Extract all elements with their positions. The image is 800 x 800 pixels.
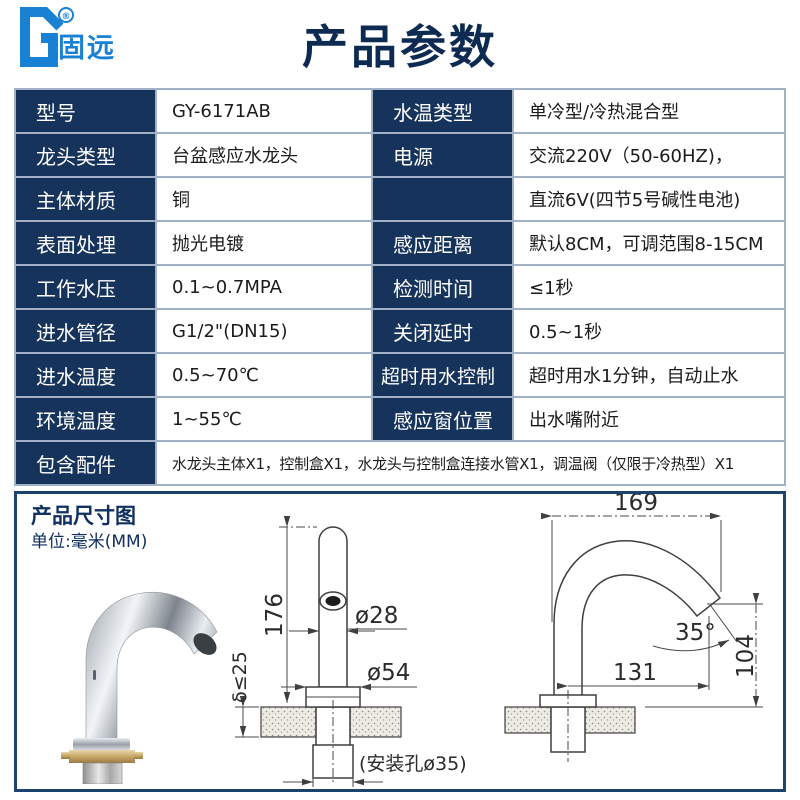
dim-height: 176 (262, 593, 288, 637)
base-flange (73, 738, 130, 751)
sensor-eye (325, 596, 341, 606)
sensing-distance-label: 感应距离 (373, 222, 512, 264)
body-material-value: 铜 (157, 178, 371, 220)
sensor-window-dot (93, 670, 96, 680)
counter-section-left (504, 706, 552, 734)
side-view-drawing: 169 35° 104 131 (504, 494, 763, 762)
header: ® 固远 产品参数 (0, 0, 800, 88)
dim-spout-reach: 131 (613, 660, 657, 686)
overtime-control-label: 超时用水控制 (373, 354, 512, 396)
ambient-temp-value: 1~55℃ (157, 398, 371, 440)
dim-counter-thickness: δ≤25 (229, 651, 251, 703)
detection-time-value: ≤1秒 (514, 266, 784, 308)
surface-finish-value: 抛光电镀 (157, 222, 371, 264)
faucet-type-label: 龙头类型 (16, 134, 155, 176)
dim-spout-angle: 35° (675, 620, 716, 646)
close-delay-value: 0.5~1秒 (514, 310, 784, 352)
dimension-title: 产品尺寸图 (31, 504, 136, 528)
dimension-unit: 单位:毫米(MM) (31, 532, 148, 552)
detection-time-label: 检测时间 (373, 266, 512, 308)
sensing-distance-value: 默认8CM，可调范围8-15CM (514, 222, 784, 264)
inlet-size-label: 进水管径 (16, 310, 155, 352)
model-label: 型号 (16, 90, 155, 132)
accessories-label: 包含配件 (16, 442, 155, 484)
page-title: 产品参数 (302, 20, 498, 74)
power-supply-value: 交流220V（50-60HZ)， (514, 134, 784, 176)
dim-spout-height: 104 (733, 634, 759, 678)
faucet-body (85, 591, 218, 743)
mounting-shank (82, 762, 123, 784)
power-supply-label: 电源 (373, 134, 512, 176)
dim-tube-diameter: ø28 (355, 603, 398, 629)
brass-ring (69, 750, 135, 763)
wing-tab-right (134, 752, 143, 759)
close-delay-label: 关闭延时 (373, 310, 512, 352)
water-temp-type-value: 单冷型/冷热混合型 (514, 90, 784, 132)
working-pressure-value: 0.1~0.7MPA (157, 266, 371, 308)
inlet-temp-value: 0.5~70℃ (157, 354, 371, 396)
water-temp-type-label: 水温类型 (373, 90, 512, 132)
front-view-drawing: 176 ø28 δ≤25 ø54 (安装孔ø35) (229, 516, 467, 787)
registered-mark: ® (62, 12, 71, 22)
dim-base-diameter: ø54 (367, 660, 410, 686)
product-photo (61, 591, 218, 784)
overtime-control-value: 超时用水1分钟，自动止水 (514, 354, 784, 396)
counter-section-right (349, 706, 402, 738)
spec-table: 型号 GY-6171AB 水温类型 单冷型/冷热混合型 龙头类型 台盆感应水龙头… (14, 88, 786, 486)
brand-logo: ® (20, 7, 74, 67)
surface-finish-label: 表面处理 (16, 222, 155, 264)
spout-opening (193, 633, 217, 655)
body-material-label: 主体材质 (16, 178, 155, 220)
accessories-value: 水龙头主体X1，控制盒X1，水龙头与控制盒连接水管X1，调温阀（仅限于冷热型）X… (157, 442, 784, 484)
counter-section-left (260, 706, 317, 738)
faucet-type-value: 台盆感应水龙头 (157, 134, 371, 176)
sensor-window-value: 出水嘴附近 (514, 398, 784, 440)
power-supply-label-2 (373, 178, 512, 220)
model-value: GY-6171AB (157, 90, 371, 132)
dim-mounting-hole: (安装孔ø35) (359, 753, 467, 775)
gooseneck-side (553, 540, 722, 702)
sensor-window-label: 感应窗位置 (373, 398, 512, 440)
brand-name: 固远 (58, 33, 116, 64)
power-supply-value-2: 直流6V(四节5号碱性电池) (514, 178, 784, 220)
inlet-size-value: G1/2"(DN15) (157, 310, 371, 352)
counter-section-right (584, 706, 636, 734)
logo-g-icon (20, 7, 64, 67)
working-pressure-label: 工作水压 (16, 266, 155, 308)
inlet-temp-label: 进水温度 (16, 354, 155, 396)
wing-tab-left (61, 752, 70, 759)
registered-icon (58, 7, 74, 23)
dimension-panel: 产品尺寸图 单位:毫米(MM) (14, 491, 786, 792)
dim-overall-width: 169 (614, 494, 658, 516)
ambient-temp-label: 环境温度 (16, 398, 155, 440)
